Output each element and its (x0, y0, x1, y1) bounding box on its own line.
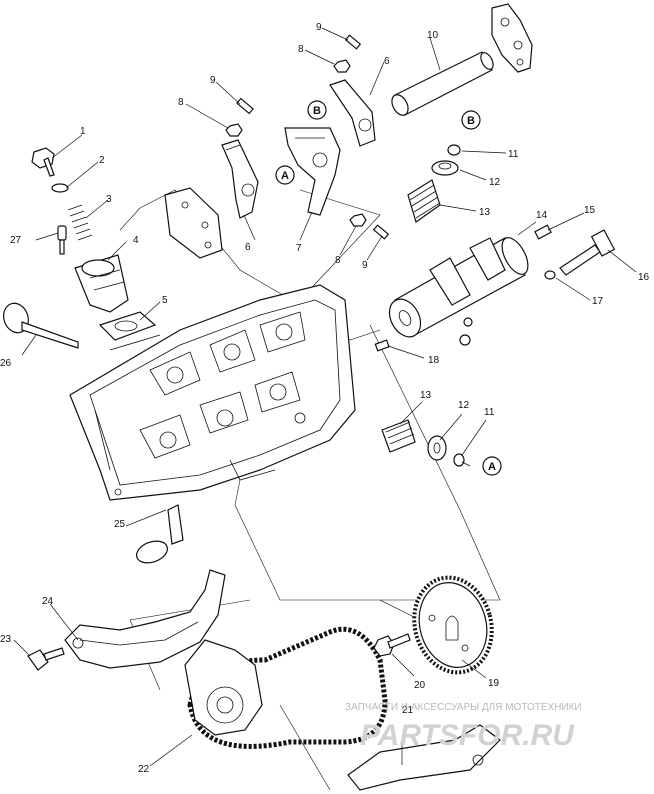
spring-retainer-12-lower (427, 435, 447, 461)
tensioner-4 (74, 254, 129, 313)
callout-16: 16 (638, 272, 650, 283)
chain-tensioner-guide-21 (347, 724, 501, 791)
washer-2 (51, 183, 69, 193)
watermark-logo: PARTSFOR.RU (360, 719, 575, 752)
callout-labels: 1 2 3 4 5 6 6 7 8 8 8 9 9 9 10 11 11 12 … (0, 22, 650, 775)
callout-12a: 12 (489, 177, 501, 188)
cam-pin-15 (534, 224, 552, 240)
ref-circle-a-1: A (275, 165, 295, 185)
valve-26 (3, 302, 79, 349)
bolt-27 (57, 225, 67, 255)
spring-retainer-12-top (431, 160, 459, 176)
bolt-23 (27, 647, 65, 671)
adjust-screw-9-left (236, 97, 254, 115)
callout-23: 23 (0, 634, 12, 645)
ref-circle-a-2: A (482, 456, 502, 476)
adjust-screw-9-lower (372, 224, 390, 240)
callout-8a: 8 (178, 97, 184, 108)
callout-14: 14 (536, 210, 548, 221)
callout-20: 20 (414, 680, 426, 691)
callout-5: 5 (162, 295, 168, 306)
callout-24: 24 (42, 596, 54, 607)
callout-13b: 13 (420, 390, 432, 401)
callout-6b: 6 (384, 56, 390, 67)
svg-text:A: A (488, 461, 496, 473)
callout-2: 2 (99, 155, 105, 166)
bolt-1 (31, 147, 55, 177)
callout-17: 17 (592, 296, 604, 307)
callout-12b: 12 (458, 400, 470, 411)
callout-18: 18 (428, 355, 440, 366)
ref-circle-b-2: B (461, 110, 481, 130)
ring-17 (544, 270, 556, 280)
callout-8b: 8 (298, 44, 304, 55)
lock-nut-8-top (333, 59, 351, 73)
bolt-20 (373, 633, 411, 657)
watermark: ЗАПЧАСТИ И АКСЕССУАРЫ ДЛЯ МОТОТЕХНИКИ PA… (345, 702, 582, 752)
rocker-arm-6-left (221, 139, 259, 219)
cylinder-head (69, 284, 356, 501)
lower-crank-housing (184, 639, 263, 736)
valve-spring-13-lower (381, 419, 416, 453)
ref-circle-b-1: B (307, 100, 327, 120)
camshaft (388, 237, 529, 338)
valve-spring-13-top (407, 179, 441, 223)
callout-21: 21 (402, 705, 414, 716)
callout-4: 4 (133, 235, 139, 246)
callout-8c: 8 (335, 255, 341, 266)
callout-9c: 9 (362, 260, 368, 271)
svg-text:B: B (313, 105, 321, 117)
callout-10: 10 (427, 30, 439, 41)
callout-9b: 9 (316, 22, 322, 33)
callout-9a: 9 (210, 75, 216, 86)
rocker-support-plate (164, 187, 223, 259)
watermark-tagline: ЗАПЧАСТИ И АКСЕССУАРЫ ДЛЯ МОТОТЕХНИКИ (345, 702, 582, 713)
pin-18 (374, 317, 473, 352)
valve-keeper-11-top (447, 144, 461, 156)
valve-keeper-11-lower (453, 453, 465, 467)
callout-26: 26 (0, 358, 12, 369)
chain-guide-24 (64, 569, 226, 669)
cam-sprocket-19 (412, 575, 494, 675)
rocker-arm-6-right (329, 79, 376, 147)
lock-nut-8-lower (349, 213, 367, 227)
svg-text:A: A (281, 170, 289, 182)
rocker-arm-7 (284, 127, 341, 216)
callout-6a: 6 (245, 242, 251, 253)
callout-7: 7 (296, 243, 302, 254)
svg-text:B: B (467, 115, 475, 127)
leader-lines (13, 27, 637, 767)
callout-11a: 11 (508, 149, 519, 160)
adjust-screw-9-top (344, 34, 362, 50)
callout-3: 3 (106, 194, 112, 205)
valve-25 (135, 504, 184, 564)
callout-19: 19 (488, 678, 500, 689)
callout-27: 27 (10, 235, 22, 246)
decompressor-16 (559, 229, 616, 276)
callout-15: 15 (584, 205, 596, 216)
callout-22: 22 (138, 764, 150, 775)
callout-11b: 11 (484, 407, 495, 418)
spring-3 (67, 204, 93, 241)
gasket-5 (98, 311, 157, 341)
callout-1: 1 (80, 126, 86, 137)
lock-nut-8-left (225, 123, 243, 137)
rocker-shaft-bracket (491, 3, 533, 73)
rocker-shaft (391, 51, 494, 116)
callout-25: 25 (114, 519, 126, 530)
callout-13a: 13 (479, 207, 491, 218)
